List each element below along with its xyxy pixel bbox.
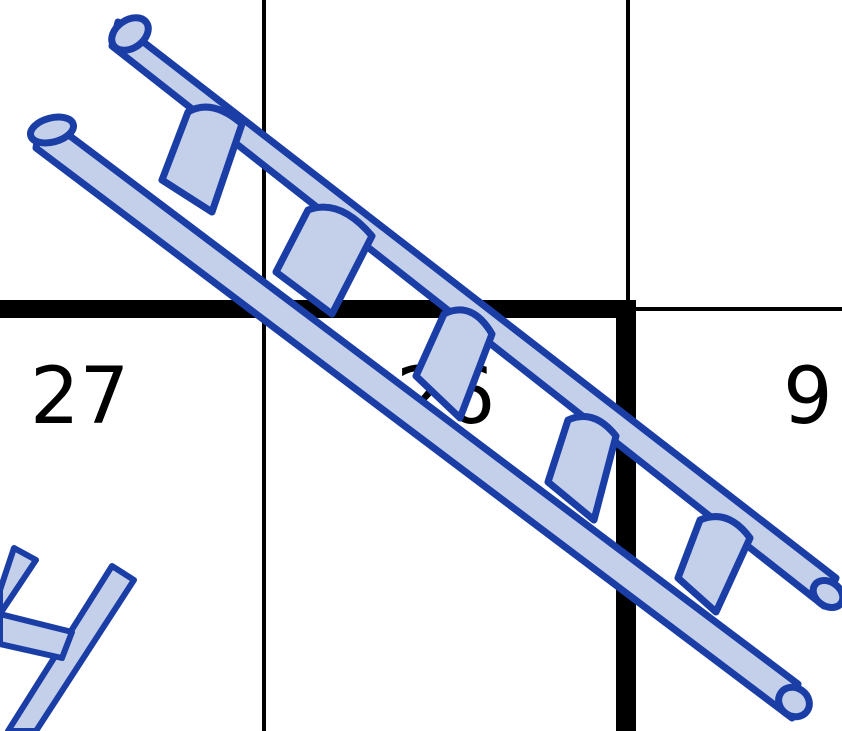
ladder-rail-lower-cap [27, 113, 77, 147]
partial-ladder-rail-right [5, 563, 137, 731]
ladder-rail-upper-end [809, 577, 842, 611]
cell-number-9: 9 [783, 352, 833, 442]
partial-ladder-bottom-left [0, 545, 137, 731]
ladder-rung-3 [412, 306, 496, 422]
ladder-rung-1 [158, 103, 246, 216]
ladder-rail-lower-end [775, 683, 813, 721]
ladder-rung-4 [544, 413, 620, 524]
ladder-rail-upper-cap [108, 14, 152, 54]
partial-ladder-rail-left [0, 545, 39, 617]
main-ladder [27, 14, 842, 722]
ladder-rung-2 [272, 203, 376, 318]
partial-ladder-rung [0, 611, 75, 661]
ladder-rung-5 [674, 513, 754, 616]
cell-number-27: 27 [30, 352, 129, 442]
ladder-rail-lower [32, 120, 802, 722]
